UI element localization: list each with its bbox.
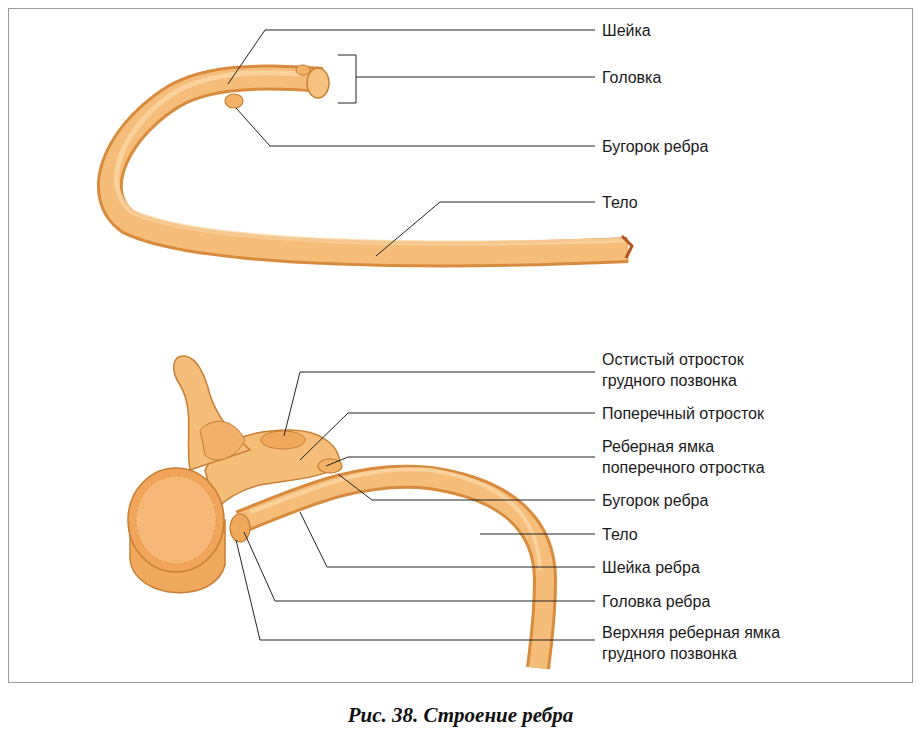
vertebra-drawing	[128, 356, 545, 668]
part-label: Шейка ребра	[602, 557, 802, 578]
part-label: Шейка	[602, 20, 802, 41]
part-label: Верхняя реберная ямка грудного позвонка	[602, 622, 817, 664]
part-label: Тело	[602, 524, 802, 545]
part-label: Реберная ямка поперечного отростка	[602, 436, 792, 478]
rib-drawing	[110, 65, 632, 258]
leader-lines	[228, 30, 595, 640]
part-label: Остистый отросток грудного позвонка	[602, 349, 792, 391]
part-label: Поперечный отросток	[602, 403, 862, 424]
part-label: Бугорок ребра	[602, 490, 802, 511]
part-label: Головка ребра	[602, 591, 802, 612]
figure-caption: Рис. 38. Строение ребра	[0, 703, 921, 728]
part-label: Тело	[602, 192, 802, 213]
frame	[9, 9, 913, 683]
part-label: Бугорок ребра	[602, 136, 802, 157]
part-label: Головка	[602, 67, 802, 88]
